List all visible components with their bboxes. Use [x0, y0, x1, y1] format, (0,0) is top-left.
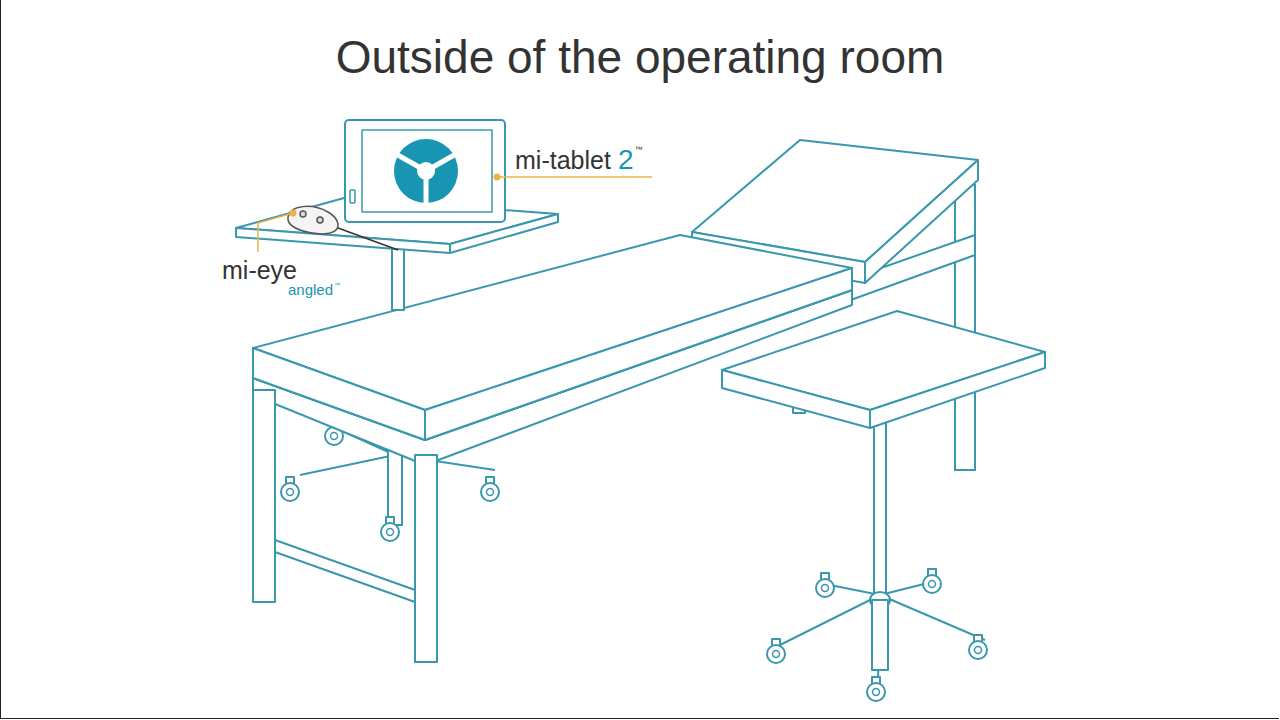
- mattress-end: [253, 348, 425, 440]
- leader-lines: [258, 174, 652, 253]
- side-table: [722, 311, 1045, 701]
- tablet: [345, 120, 505, 222]
- part-name: mi-tablet: [515, 148, 611, 173]
- leader-line: [258, 213, 293, 252]
- mi-eye-device: [288, 206, 398, 250]
- leader-dot: [494, 174, 501, 181]
- leader-dot: [290, 210, 297, 217]
- page-title: Outside of the operating room: [336, 34, 945, 80]
- lower-rail: [275, 540, 415, 602]
- front-leg: [253, 390, 275, 602]
- part-number: 2: [618, 146, 634, 174]
- part-name: mi-eye: [222, 258, 297, 283]
- line-art: [236, 120, 1045, 701]
- backrest-edge: [865, 160, 978, 283]
- part-variant: angled: [288, 282, 333, 297]
- leader-line: [497, 176, 652, 178]
- front-leg: [415, 455, 437, 662]
- trademark: ™: [334, 282, 340, 288]
- trademark: ™: [634, 146, 642, 154]
